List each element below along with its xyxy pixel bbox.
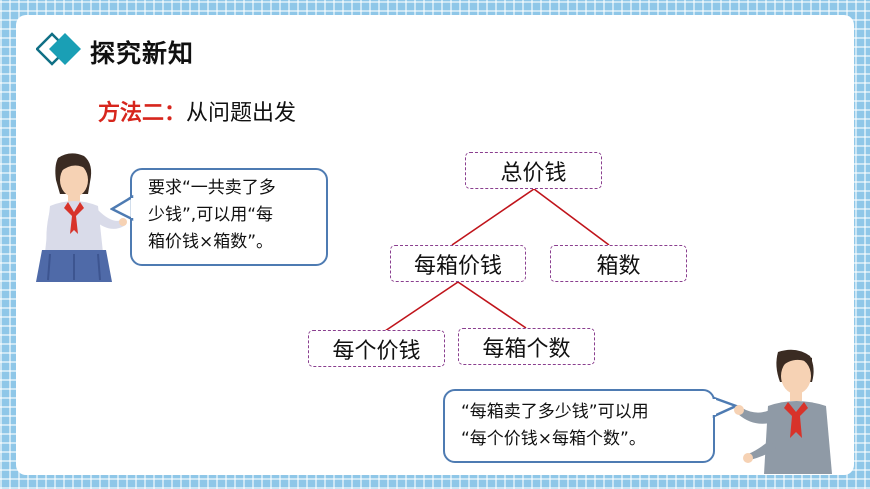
tree-node-box-count: 箱数 — [550, 245, 687, 282]
tree-node-price-each: 每个价钱 — [308, 330, 445, 367]
diamond-icon — [36, 32, 81, 66]
bubble-line: “每箱卖了多少钱”可以用 — [461, 402, 649, 422]
girl-illustration — [36, 153, 127, 282]
bubble-line: 少钱”,可以用“每 — [148, 205, 274, 225]
bubble-tail-boy — [712, 396, 738, 418]
bubble-line: 要求“一共卖了多 — [148, 178, 276, 198]
bubble-tail-girl — [110, 195, 134, 221]
speech-bubble-girl: 要求“一共卖了多 少钱”,可以用“每 箱价钱×箱数”。 — [130, 168, 328, 266]
bubble-line: 箱价钱×箱数”。 — [148, 232, 274, 252]
tree-node-price-per-box: 每箱价钱 — [390, 245, 526, 282]
boy-illustration — [734, 349, 832, 474]
bubble-line: “每个价钱×每箱个数”。 — [461, 429, 646, 449]
method-label: 方法二： — [98, 101, 187, 126]
tree-node-root: 总价钱 — [465, 152, 602, 189]
tree-node-count-per-box: 每箱个数 — [458, 328, 595, 365]
page-title: 探究新知 — [90, 39, 195, 68]
method-text: 从问题出发 — [186, 101, 297, 126]
method-heading: 方法二：从问题出发 — [98, 95, 296, 127]
speech-bubble-boy: “每箱卖了多少钱”可以用 “每个价钱×每箱个数”。 — [443, 389, 715, 463]
